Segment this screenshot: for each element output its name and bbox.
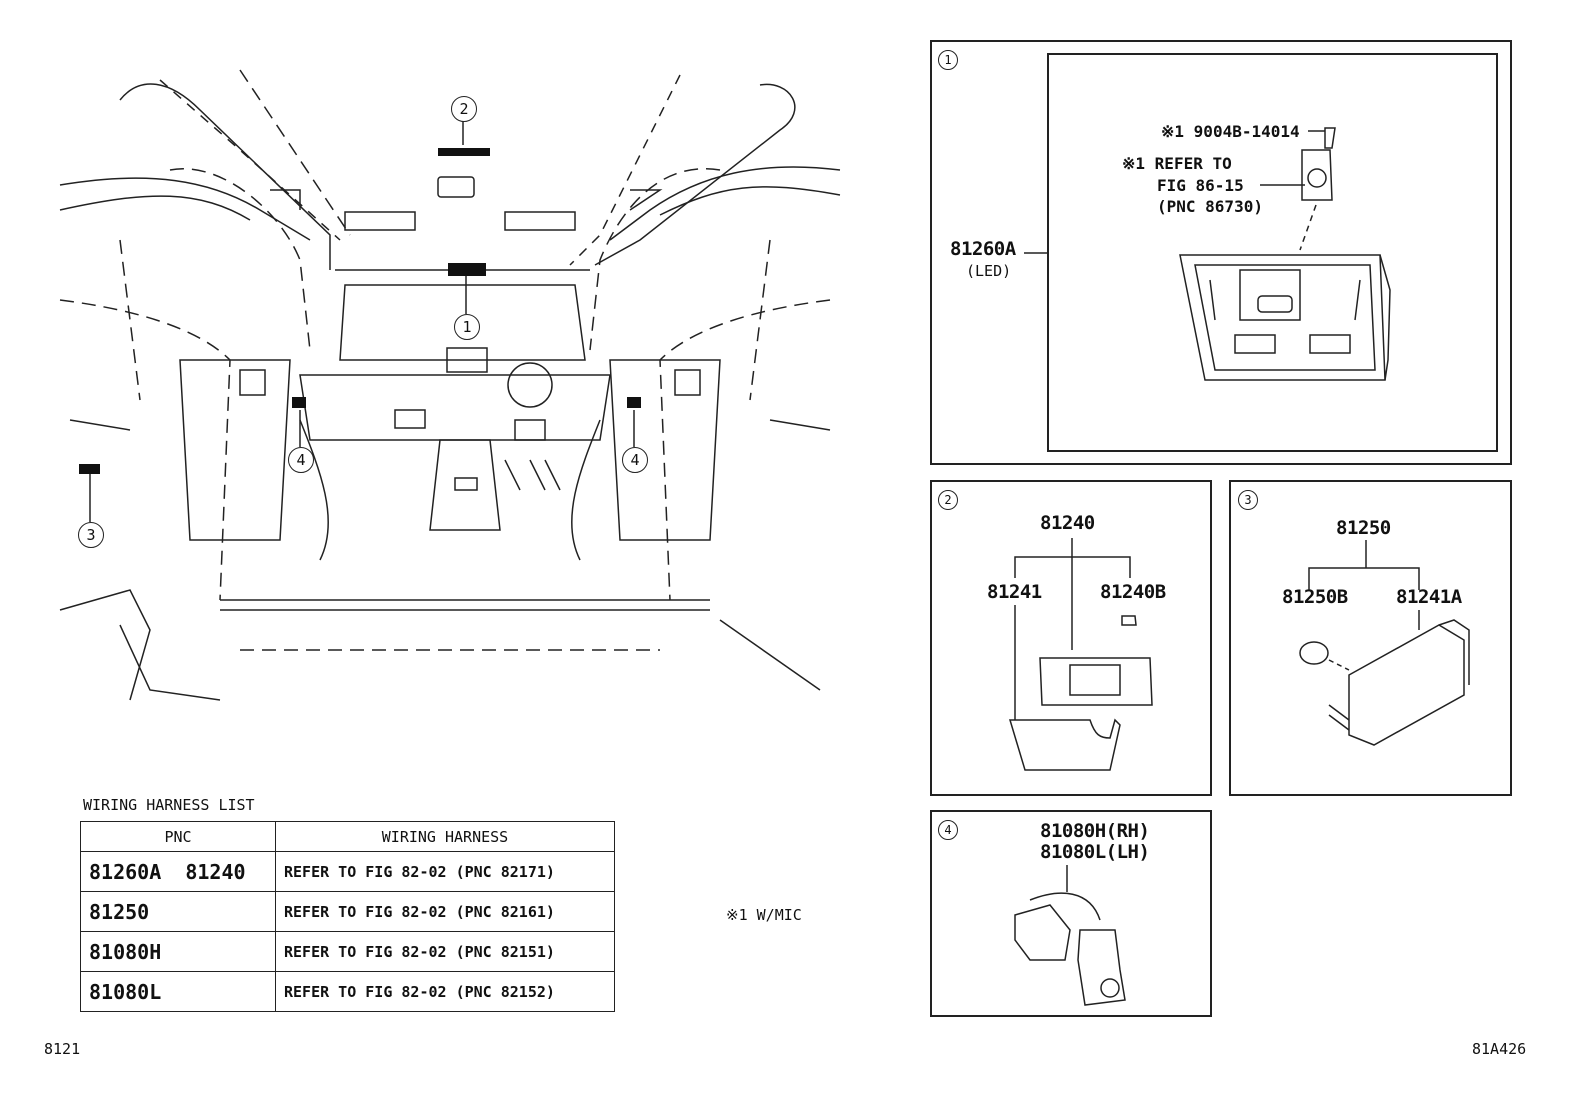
page-code-right: 81A426: [1472, 1040, 1527, 1058]
detail-panel-1: [930, 40, 1512, 465]
callout-4-right: 4: [622, 447, 648, 473]
harness-cell: REFER TO FIG 82-02 (PNC 82171): [275, 851, 615, 892]
detail-panel-2: [930, 480, 1212, 796]
pnc-cell: 81080H: [80, 931, 276, 972]
callout-2: 2: [451, 96, 477, 122]
col-header-pnc: PNC: [80, 821, 276, 852]
panel-4-number: 4: [938, 820, 958, 840]
part-81260A-sub: (LED): [966, 262, 1012, 280]
dome-lamp-drawing: [1024, 127, 1391, 381]
panel-3-number: 3: [1238, 490, 1258, 510]
page-code-left: 8121: [44, 1040, 81, 1058]
part-81080H-label: 81080H(RH): [1040, 820, 1150, 842]
table-row: 81260A 81240 REFER TO FIG 82-02 (PNC 821…: [80, 851, 615, 892]
pnc-cell: 81080L: [80, 971, 276, 1012]
pnc-cell: 81250: [80, 891, 276, 932]
note-refer-3: (PNC 86730): [1157, 197, 1263, 216]
col-header-harness: WIRING HARNESS: [275, 821, 615, 852]
wiring-harness-table: PNC WIRING HARNESS 81260A 81240 REFER TO…: [80, 821, 615, 1012]
part-81240-label: 81240: [1040, 512, 1095, 534]
part-81241-label: 81241: [987, 581, 1042, 603]
table-row: 81080H REFER TO FIG 82-02 (PNC 82151): [80, 931, 615, 972]
table-row: 81080L REFER TO FIG 82-02 (PNC 82152): [80, 971, 615, 1012]
callout-3: 3: [78, 522, 104, 548]
note-refer-2: FIG 86-15: [1157, 176, 1244, 195]
pnc-cell: 81260A 81240: [80, 851, 276, 892]
part-marker-2: [438, 148, 490, 156]
part-marker-3: [79, 464, 100, 474]
callout-4-left: 4: [288, 447, 314, 473]
callout-1: 1: [454, 314, 480, 340]
part-81240B-label: 81240B: [1100, 581, 1166, 603]
note-bolt: ※1 9004B-14014: [1161, 122, 1300, 141]
part-81241A-label: 81241A: [1396, 586, 1462, 608]
wiring-harness-title: WIRING HARNESS LIST: [83, 796, 255, 814]
note-refer-1: ※1 REFER TO: [1122, 154, 1232, 173]
panel-1-number: 1: [938, 50, 958, 70]
table-row: 81250 REFER TO FIG 82-02 (PNC 82161): [80, 891, 615, 932]
part-marker-4-left: [292, 397, 306, 408]
harness-cell: REFER TO FIG 82-02 (PNC 82151): [275, 931, 615, 972]
panel-2-number: 2: [938, 490, 958, 510]
part-marker-1: [448, 263, 486, 276]
courtesy-lamp-drawing: [1014, 865, 1126, 1006]
detail-panel-4: [930, 810, 1212, 1017]
part-81250-label: 81250: [1336, 517, 1391, 539]
interior-view-drawing: [59, 69, 841, 701]
map-lamp-drawing: [1008, 538, 1153, 771]
harness-cell: REFER TO FIG 82-02 (PNC 82161): [275, 891, 615, 932]
table-header-row: PNC WIRING HARNESS: [80, 821, 615, 852]
part-81250B-label: 81250B: [1282, 586, 1348, 608]
harness-cell: REFER TO FIG 82-02 (PNC 82152): [275, 971, 615, 1012]
part-81260A-label: 81260A: [950, 238, 1016, 260]
part-81080L-label: 81080L(LH): [1040, 841, 1150, 863]
detail-panel-3: [1229, 480, 1512, 796]
part-marker-4-right: [627, 397, 641, 408]
footnote-w-mic: ※1 W/MIC: [726, 906, 802, 924]
luggage-lamp-drawing: [1299, 540, 1470, 746]
